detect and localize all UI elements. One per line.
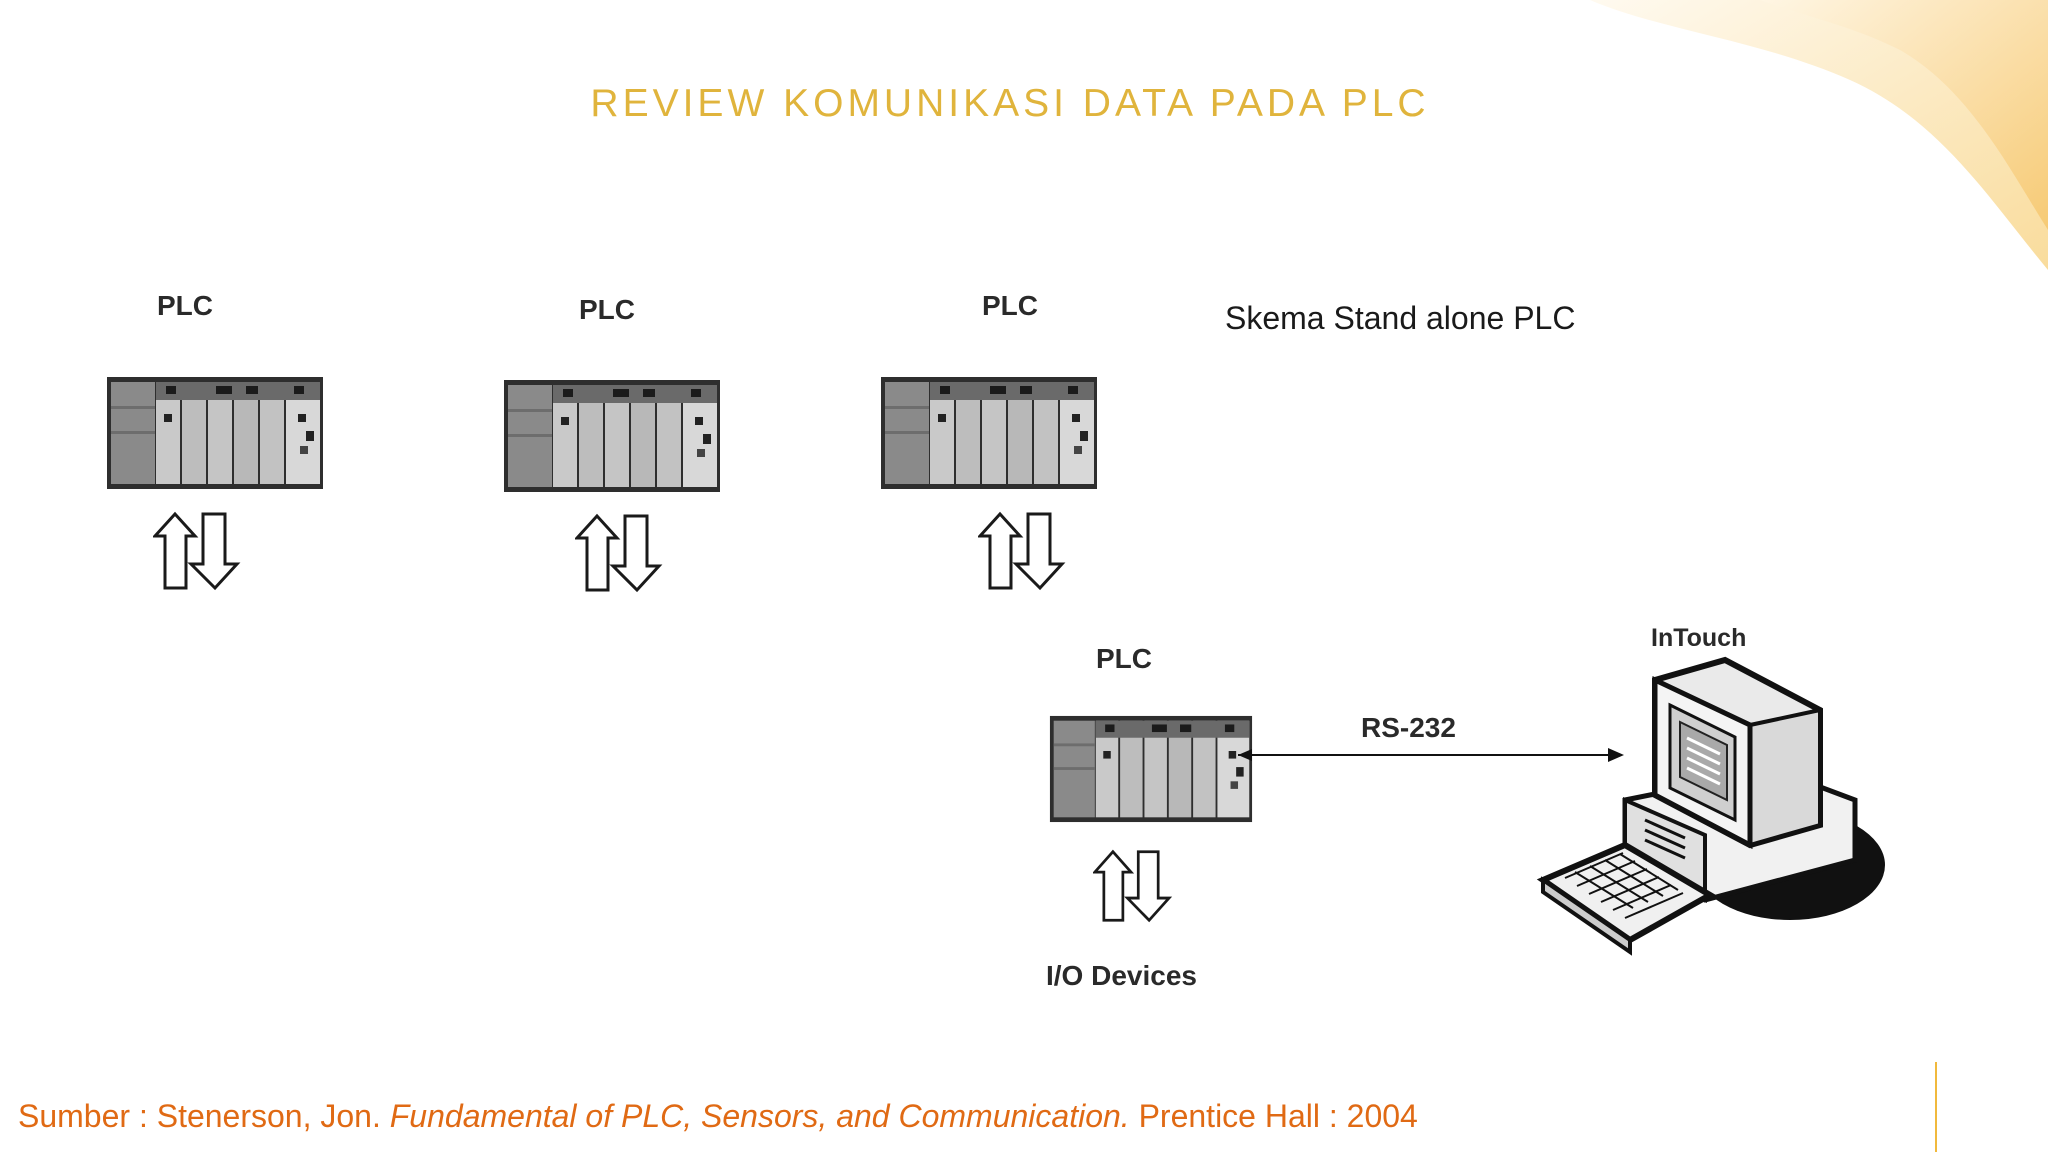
source-book-title: Fundamental of PLC, Sensors, and Communi… xyxy=(389,1098,1130,1134)
computer-icon xyxy=(1536,656,1885,956)
plc-label-2: PLC xyxy=(579,294,635,325)
source-suffix: Prentice Hall : 2004 xyxy=(1129,1098,1418,1134)
io-devices-label: I/O Devices xyxy=(1046,960,1197,991)
plc-rack-3 xyxy=(881,377,1097,489)
source-citation: Sumber : Stenerson, Jon. Fundamental of … xyxy=(18,1098,1418,1135)
plc-rack-2 xyxy=(504,380,720,492)
accent-divider xyxy=(1935,1062,1937,1152)
rs232-label: RS-232 xyxy=(1361,712,1456,743)
io-arrows-3 xyxy=(978,512,1064,590)
plc-rack-1 xyxy=(107,377,323,489)
computer-label: InTouch xyxy=(1651,624,1747,652)
io-arrows-2 xyxy=(575,514,661,592)
io-arrows-4 xyxy=(1093,850,1171,922)
scheme-label: Skema Stand alone PLC xyxy=(1225,300,1576,336)
source-prefix: Sumber : Stenerson, Jon. xyxy=(18,1098,390,1134)
io-arrows-1 xyxy=(153,512,239,590)
plc-label-4: PLC xyxy=(1096,643,1152,674)
plc-rack-4 xyxy=(1049,715,1253,823)
plc-label-3: PLC xyxy=(982,290,1038,321)
plc-label-1: PLC xyxy=(157,290,213,321)
slide-title: REVIEW KOMUNIKASI DATA PADA PLC xyxy=(590,82,1430,125)
